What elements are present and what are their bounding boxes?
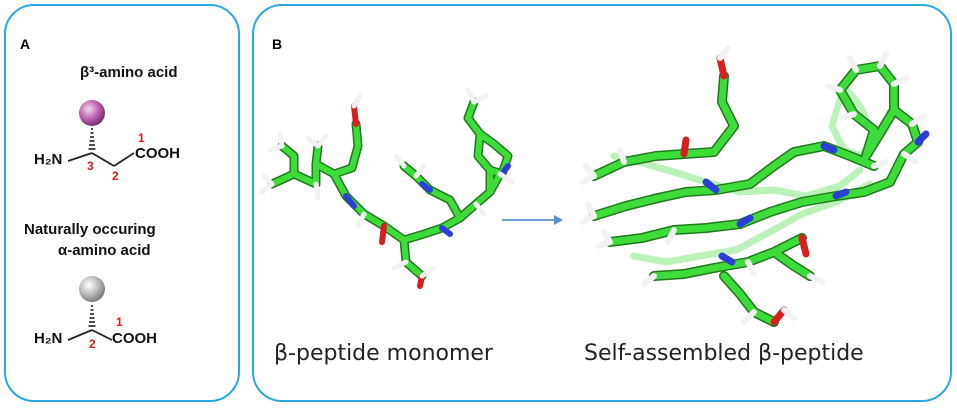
beta-peptide-monomer-model [259, 87, 515, 289]
backbone-bonds-beta [67, 152, 135, 167]
alpha-amino-acid-title-line2: α-amino acid [58, 242, 151, 259]
beta-carboxyl-group: COOH [135, 145, 180, 162]
beta-amino-acid-title: β³-amino acid [80, 64, 178, 81]
alpha-locant-2: 2 [89, 337, 96, 351]
panel-b: B [252, 4, 952, 402]
alpha-amine-group: H₂N [34, 330, 63, 347]
alpha-amino-acid-title-line1: Naturally occuring [24, 221, 156, 238]
hashed-wedge-bond-alpha [88, 305, 96, 327]
panel-a-letter: A [20, 36, 31, 52]
alpha-amino-acid-structure [67, 276, 113, 341]
side-chain-sphere-gray [79, 276, 105, 302]
beta-peptide-monomer-label: β-peptide monomer [274, 341, 493, 366]
locant-2: 2 [112, 169, 119, 183]
panel-a: A β³-amino acid [4, 4, 240, 402]
locant-1: 1 [138, 131, 145, 145]
alpha-locant-1: 1 [116, 315, 123, 329]
self-assembled-beta-peptide-model [579, 45, 930, 327]
locant-3: 3 [87, 159, 94, 173]
side-chain-sphere-purple [79, 100, 105, 126]
alpha-carboxyl-group: COOH [112, 330, 157, 347]
backbone-bonds-alpha [67, 329, 113, 341]
panel-b-letter: B [272, 36, 283, 52]
assembly-arrow [502, 215, 563, 225]
self-assembled-beta-peptide-label: Self-assembled β-peptide [584, 341, 864, 366]
hashed-wedge-bond [88, 128, 96, 150]
beta-amino-acid-structure [67, 100, 135, 167]
beta-amine-group: H₂N [34, 151, 63, 168]
